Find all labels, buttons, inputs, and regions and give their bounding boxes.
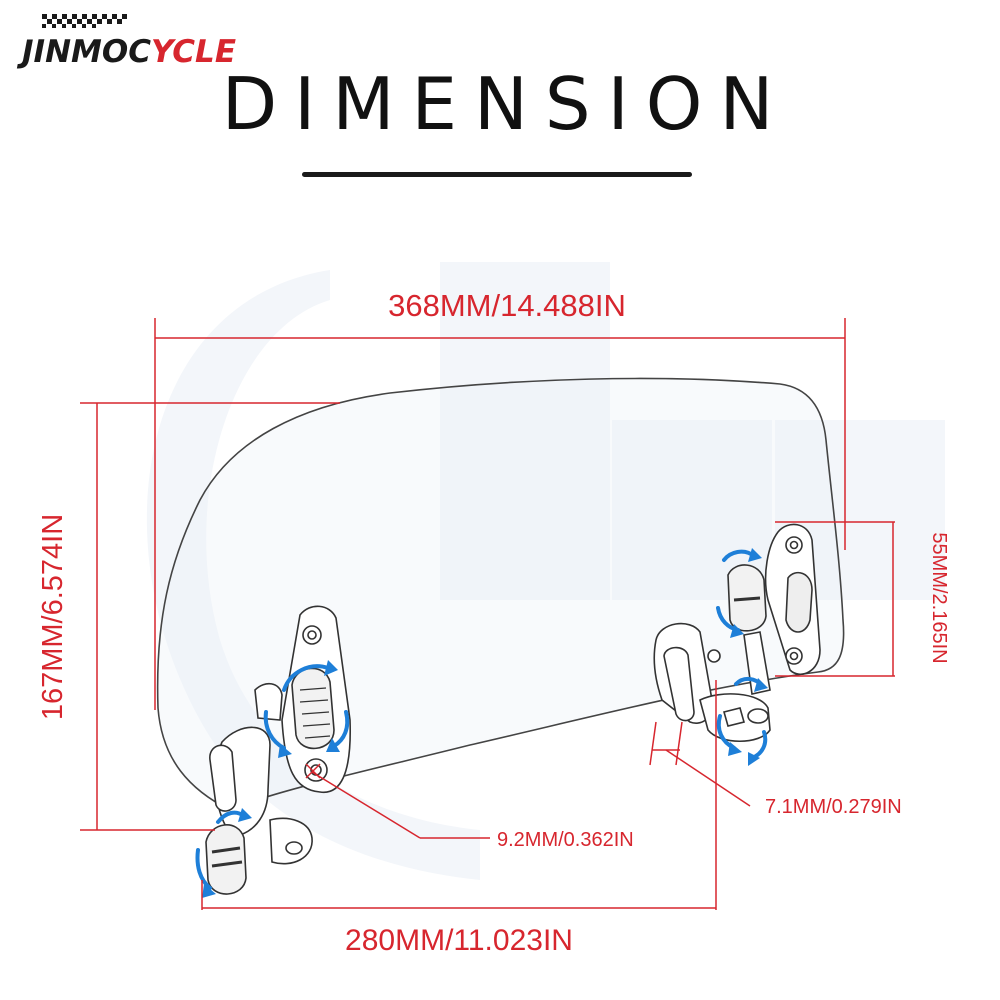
clamp-height-right-label: 55MM/2.165IN bbox=[928, 532, 950, 663]
brand-name-red: YCLE bbox=[150, 34, 236, 70]
title-underline bbox=[302, 172, 692, 177]
page-title: DIMENSION bbox=[221, 62, 791, 146]
height-left-label: 167MM/6.574IN bbox=[37, 514, 69, 720]
rotation-arrowheads bbox=[202, 548, 768, 898]
rotate-arrow-icon bbox=[282, 664, 330, 692]
hole-diameter-label: 9.2MM/0.362IN bbox=[497, 829, 634, 851]
brand-name: JINMOCYCLE bbox=[22, 34, 236, 70]
mount-width-bottom-label: 280MM/11.023IN bbox=[345, 924, 573, 957]
left-lower-knob bbox=[205, 824, 247, 895]
hole-marker bbox=[305, 763, 321, 779]
brand-logo: JINMOCYCLE bbox=[10, 14, 270, 70]
dimension-lines bbox=[80, 318, 895, 910]
brand-name-dark: JINMOC bbox=[22, 34, 151, 70]
right-large-knob bbox=[785, 571, 813, 633]
checkered-flag-icon bbox=[42, 14, 127, 28]
width-top-label: 368MM/14.488IN bbox=[388, 288, 626, 323]
rotate-arrow-icon bbox=[195, 848, 212, 890]
rotate-arrow-icon bbox=[332, 710, 350, 748]
slot-width-label: 7.1MM/0.279IN bbox=[765, 796, 902, 818]
right-mount-assembly bbox=[653, 523, 821, 742]
